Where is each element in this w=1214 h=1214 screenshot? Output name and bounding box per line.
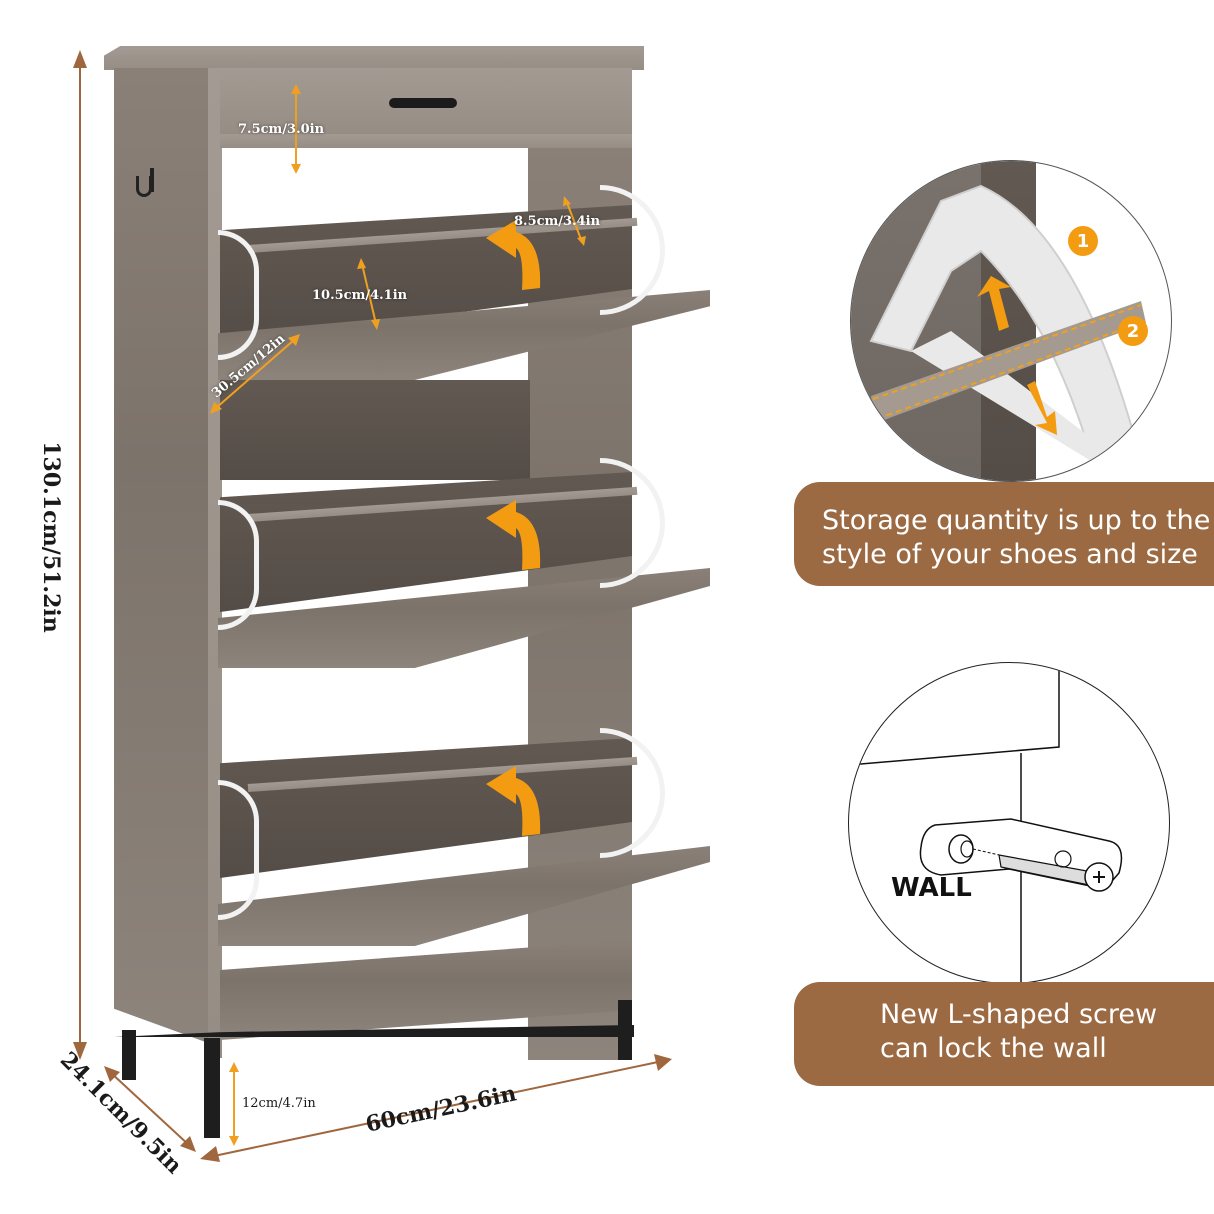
- top-gap-arrow: [563, 196, 586, 246]
- cabinet-top: [104, 46, 644, 70]
- screw-callout: New L-shaped screw can lock the wall: [794, 982, 1214, 1086]
- lift-arrow-icon: [486, 500, 541, 570]
- height-arrow: [73, 50, 87, 1060]
- screw-callout-line1: New L-shaped screw: [880, 999, 1158, 1030]
- hinge-right-3: [600, 728, 665, 858]
- cabinet-illustration: [100, 40, 720, 1150]
- hinge-detail-inset: [850, 160, 1172, 482]
- hinge-left-2: [218, 500, 259, 630]
- step-badge-1: 1: [1068, 226, 1098, 256]
- back-panel-1: [220, 380, 530, 480]
- wall-label: WALL: [891, 873, 972, 903]
- drawer-rail: [220, 134, 632, 148]
- drawer-handle[interactable]: [389, 98, 457, 108]
- wall-anchor-inset: WALL: [848, 662, 1170, 984]
- height-label: 130.1cm/51.2in: [38, 441, 64, 633]
- wall-anchor-drawing-icon: [849, 663, 1123, 983]
- hinge-left-3: [218, 780, 259, 920]
- lift-arrow-icon: [486, 766, 541, 836]
- storage-callout: Storage quantity is up to the style of y…: [794, 482, 1214, 586]
- leg-front-right: [618, 1000, 632, 1060]
- storage-callout-line1: Storage quantity is up to the: [822, 505, 1211, 536]
- cabinet-left-side: [114, 68, 222, 1048]
- shelf-gap-arrow: [357, 258, 380, 330]
- storage-callout-line2: style of your shoes and size: [822, 539, 1198, 570]
- leg-height-arrow: [229, 1062, 239, 1146]
- hinge-right-2: [600, 458, 665, 588]
- compartment-depth-arrow: [210, 334, 300, 414]
- shelf-gap-label: 10.5cm/4.1in: [312, 288, 408, 303]
- screw-callout-line2: can lock the wall: [880, 1033, 1107, 1064]
- drawer-height-label: 7.5cm/3.0in: [238, 122, 325, 137]
- leg-back-left: [122, 1030, 136, 1080]
- drawer-height-arrow: [291, 84, 301, 174]
- side-hook-icon: [150, 168, 154, 192]
- leg-height-label: 12cm/4.7in: [242, 1096, 316, 1111]
- step-badge-2: 2: [1118, 316, 1148, 346]
- depth-arrow: [104, 1066, 196, 1152]
- leg-front-left: [204, 1038, 220, 1138]
- lift-arrow-icon: [486, 220, 541, 290]
- width-arrow: [200, 1054, 672, 1162]
- top-gap-label: 8.5cm/3.4in: [514, 214, 601, 229]
- hinge-bracket-icon: [869, 184, 1146, 463]
